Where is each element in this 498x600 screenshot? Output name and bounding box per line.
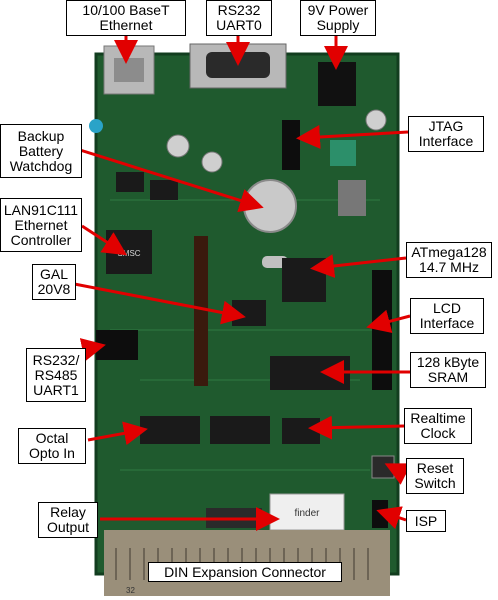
pin-header [194, 236, 208, 386]
label-isp-line1: ISP [414, 512, 438, 529]
label-reset: Reset Switch [406, 458, 464, 494]
label-lcd-line1: LCD [432, 300, 461, 316]
crystal [262, 256, 288, 268]
label-atmega-line2: 14.7 MHz [419, 259, 479, 275]
label-power-line1: 9V Power [307, 2, 369, 18]
arrow-isp [376, 506, 407, 530]
label-sram-line2: SRAM [427, 369, 469, 385]
label-ethernet-line1: 10/100 BaseT [82, 2, 170, 18]
label-lan-line3: Controller [10, 231, 72, 248]
relay-block [269, 493, 345, 531]
small-chip [116, 172, 144, 192]
label-jtag-line1: JTAG [428, 118, 464, 134]
small-chip [150, 180, 178, 200]
label-backup-line3: Watchdog [9, 157, 73, 174]
inductor [330, 140, 356, 166]
label-lcd: LCD Interface [410, 298, 484, 334]
label-lcd-line2: Interface [419, 315, 475, 331]
label-opto: Octal Opto In [18, 428, 86, 464]
label-atmega: ATmega128 14.7 MHz [406, 242, 492, 278]
label-din: DIN Expansion Connector [148, 562, 342, 582]
label-jtag-line2: Interface [418, 133, 474, 149]
label-opto-line1: Octal [35, 430, 69, 446]
power-jack [318, 62, 356, 106]
label-relay-line2: Output [46, 519, 90, 535]
label-uart1: RS232/ RS485 UART1 [26, 348, 86, 402]
label-uart0-line1: RS232 [217, 2, 261, 18]
label-power-line2: Supply [316, 17, 360, 33]
arrow-lan [81, 224, 128, 256]
label-backup-line1: Backup [17, 127, 65, 144]
atmega-chip [282, 258, 326, 302]
label-isp: ISP [406, 510, 446, 532]
uart1-header [96, 330, 138, 360]
arrow-backup [79, 148, 264, 213]
capacitor [89, 119, 103, 133]
label-relay-line1: Relay [50, 504, 86, 520]
label-opto-line2: Opto In [29, 445, 75, 461]
label-reset-line2: Switch [414, 475, 456, 491]
label-relay: Relay Output [38, 502, 98, 538]
capacitor [166, 134, 190, 158]
regulator [338, 180, 366, 216]
label-ethernet-line2: Ethernet [99, 17, 153, 33]
label-uart1-line3: UART1 [33, 381, 79, 398]
label-reset-line1: Reset [416, 460, 454, 476]
label-ethernet: 10/100 BaseT Ethernet [66, 0, 186, 36]
opto-socket [140, 416, 200, 444]
label-lan-line1: LAN91C111 [3, 201, 79, 218]
backup-battery [243, 179, 297, 233]
gal-chip [232, 300, 266, 326]
label-gal-line1: GAL [39, 266, 68, 282]
label-rtc: Realtime Clock [404, 408, 472, 444]
arrow-reset [384, 463, 412, 485]
arrow-jtag [296, 125, 409, 149]
label-uart0: RS232 UART0 [206, 0, 272, 36]
arrow-gal [63, 280, 246, 325]
din-number: 32 [126, 586, 135, 595]
label-rtc-line2: Clock [420, 425, 456, 441]
opto-socket [210, 416, 270, 444]
lan-chip-text: SMSC [117, 249, 140, 258]
rtc-chip [282, 418, 320, 444]
label-power: 9V Power Supply [300, 0, 376, 36]
label-uart1-line1: RS232/ [32, 351, 80, 368]
ethernet-jack-port [114, 58, 144, 82]
label-gal-line2: 20V8 [37, 281, 71, 297]
capacitor [201, 151, 223, 173]
arrow-opto [87, 421, 148, 446]
arrow-rtc [308, 415, 405, 440]
jtag-header [282, 120, 300, 170]
label-din-line1: DIN Expansion Connector [164, 563, 326, 580]
label-lan-line2: Ethernet [14, 216, 68, 233]
label-lan: LAN91C111 Ethernet Controller [0, 198, 82, 252]
relay-brand: finder [294, 508, 320, 519]
label-backup-line2: Battery [18, 142, 64, 159]
label-jtag: JTAG Interface [408, 116, 484, 152]
label-uart0-line2: UART0 [216, 17, 262, 33]
label-backup: Backup Battery Watchdog [0, 124, 82, 178]
label-gal: GAL 20V8 [32, 264, 76, 300]
arrow-lcd [366, 309, 411, 334]
arrow-atmega [310, 254, 407, 278]
label-atmega-line1: ATmega128 [411, 244, 487, 260]
capacitor [365, 109, 387, 131]
label-sram: 128 kByte SRAM [410, 352, 486, 388]
arrows [63, 36, 412, 531]
label-uart1-line2: RS485 [34, 366, 78, 383]
label-rtc-line1: Realtime [410, 410, 466, 426]
label-sram-line1: 128 kByte [416, 354, 480, 370]
